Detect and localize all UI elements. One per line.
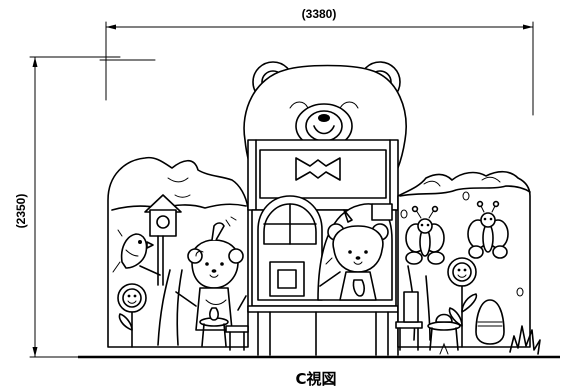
- height-dimension-line: [29, 56, 121, 358]
- right-benches: [395, 291, 461, 351]
- egg-ornament: [475, 299, 505, 345]
- tower-bear-figure: [317, 203, 393, 301]
- left-stool: [199, 307, 249, 351]
- width-dimension-label: (3380): [302, 7, 337, 21]
- butterfly-left: [405, 205, 445, 265]
- view-caption: C視図: [295, 370, 336, 388]
- width-dimension-line: [99, 21, 534, 116]
- left-tree-branches: [157, 269, 197, 346]
- left-flower: [117, 283, 147, 348]
- butterfly-right: [467, 200, 509, 259]
- arched-window: [257, 195, 323, 301]
- birdhouse: [144, 194, 182, 286]
- bird: [112, 233, 161, 276]
- deck: [247, 305, 399, 356]
- right-flower: [447, 257, 478, 348]
- grass: [439, 325, 541, 355]
- height-dimension-label: (2350): [14, 194, 28, 229]
